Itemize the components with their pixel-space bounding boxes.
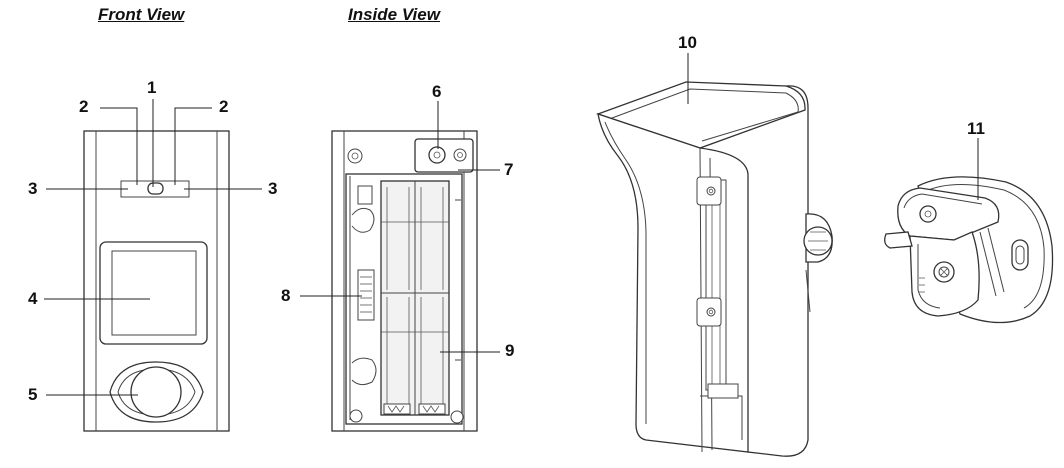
battery-compartment bbox=[380, 180, 450, 416]
callout-10: 10 bbox=[678, 33, 697, 52]
bracket-slot bbox=[1011, 239, 1029, 271]
dip-switch bbox=[357, 269, 375, 321]
tamper-switch bbox=[428, 146, 446, 164]
inside-view-device bbox=[300, 101, 500, 432]
screw-top-left bbox=[347, 148, 363, 164]
callout-3-left: 3 bbox=[28, 179, 38, 198]
front-view-device bbox=[44, 99, 262, 432]
call-button bbox=[130, 366, 182, 418]
bracket-screw-top bbox=[919, 205, 937, 223]
screw-bottom-right bbox=[450, 410, 464, 424]
callout-5: 5 bbox=[28, 385, 38, 404]
callout-9: 9 bbox=[505, 341, 515, 360]
front-view-title: Front View bbox=[98, 5, 185, 24]
camera-lens bbox=[147, 182, 164, 195]
callout-11: 11 bbox=[967, 119, 985, 138]
callout-7: 7 bbox=[504, 160, 514, 179]
callout-3-right: 3 bbox=[268, 179, 278, 198]
callout-4: 4 bbox=[28, 289, 38, 308]
inside-view-title: Inside View bbox=[348, 5, 440, 24]
callout-2-left: 2 bbox=[79, 97, 89, 116]
callout-1: 1 bbox=[147, 78, 157, 97]
callout-6: 6 bbox=[432, 82, 442, 101]
wall-bracket bbox=[884, 138, 1054, 324]
rain-cover bbox=[596, 53, 833, 457]
display-screen bbox=[111, 250, 197, 336]
callout-8: 8 bbox=[281, 286, 291, 305]
screw-bottom-left bbox=[349, 409, 363, 423]
callout-2-right: 2 bbox=[219, 97, 229, 116]
